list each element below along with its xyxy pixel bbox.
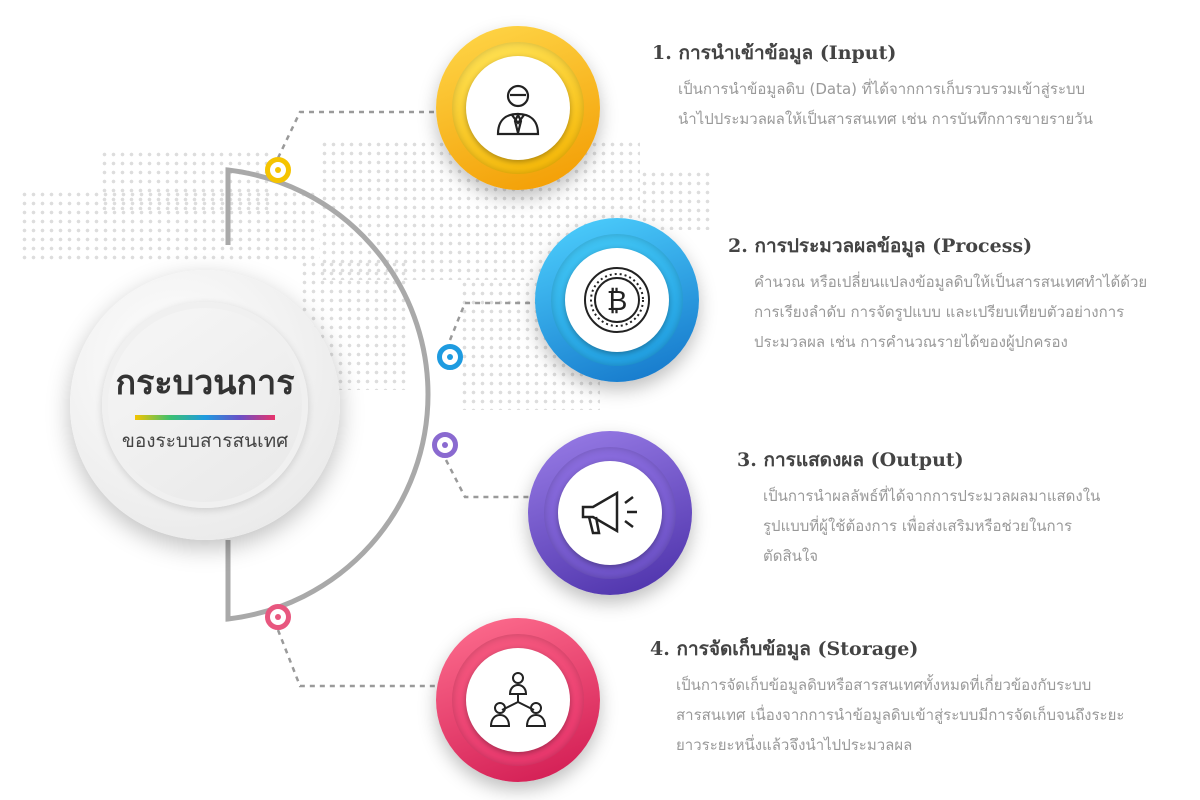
center-circle: กระบวนการ ของระบบสารสนเทศ bbox=[70, 270, 340, 540]
arc-marker-input bbox=[265, 157, 291, 183]
bitcoin-coin-icon: ₿ bbox=[565, 248, 669, 352]
step-desc-line: เป็นการจัดเก็บข้อมูลดิบหรือสารสนเทศทั้งห… bbox=[676, 676, 1092, 694]
arc-marker-output bbox=[432, 432, 458, 458]
step-desc-line: สารสนเทศ เนื่องจากการนำข้อมูลดิบเข้าสู่ร… bbox=[676, 706, 1125, 724]
svg-text:₿: ₿ bbox=[607, 284, 628, 317]
center-title: กระบวนการ bbox=[115, 362, 295, 403]
megaphone-icon bbox=[558, 461, 662, 565]
step-input-text: 1. การนำเข้าข้อมูล (Input) เป็นการนำข้อม… bbox=[652, 38, 1093, 134]
step-desc-line: รูปแบบที่ผู้ใช้ต้องการ เพื่อส่งเสริมหรือ… bbox=[763, 517, 1073, 535]
step-desc-line: ประมวลผล เช่น การคำนวณรายได้ของผู้ปกครอง bbox=[754, 333, 1068, 351]
process-node: ₿ bbox=[535, 218, 699, 382]
step-title: 3. การแสดงผล (Output) bbox=[737, 449, 964, 471]
step-desc-line: นำไปประมวลผลให้เป็นสารสนเทศ เช่น การบันท… bbox=[678, 110, 1093, 128]
world-map-dots bbox=[100, 150, 270, 210]
step-title: 4. การจัดเก็บข้อมูล (Storage) bbox=[650, 638, 919, 660]
step-desc-line: การเรียงลำดับ การจัดรูปแบบ และเปรียบเทีย… bbox=[754, 303, 1125, 321]
step-desc-line: คำนวณ หรือเปลี่ยนแปลงข้อมูลดิบให้เป็นสาร… bbox=[754, 273, 1148, 291]
step-desc-line: เป็นการนำข้อมูลดิบ (Data) ที่ได้จากการเก… bbox=[678, 80, 1086, 98]
step-title: 1. การนำเข้าข้อมูล (Input) bbox=[652, 42, 897, 64]
world-map-dots bbox=[640, 170, 710, 230]
step-storage-text: 4. การจัดเก็บข้อมูล (Storage) เป็นการจัด… bbox=[650, 634, 1124, 760]
output-node bbox=[528, 431, 692, 595]
step-output-text: 3. การแสดงผล (Output) เป็นการนำผลลัพธ์ที… bbox=[737, 445, 1100, 571]
step-title: 2. การประมวลผลข้อมูล (Process) bbox=[728, 235, 1033, 257]
step-desc-line: ตัดสินใจ bbox=[763, 547, 819, 565]
step-desc-line: เป็นการนำผลลัพธ์ที่ได้จากการประมวลผลมาแส… bbox=[763, 487, 1101, 505]
input-node bbox=[436, 26, 600, 190]
hierarchy-people-icon bbox=[466, 648, 570, 752]
step-desc-line: ยาวระยะหนึ่งแล้วจึงนำไปประมวลผล bbox=[676, 736, 913, 754]
storage-node bbox=[436, 618, 600, 782]
step-process-text: 2. การประมวลผลข้อมูล (Process) คำนวณ หรื… bbox=[728, 231, 1147, 357]
rainbow-bar bbox=[135, 414, 275, 420]
arc-marker-storage bbox=[265, 604, 291, 630]
businessman-icon bbox=[466, 56, 570, 160]
arc-marker-process bbox=[437, 344, 463, 370]
center-subtitle: ของระบบสารสนเทศ bbox=[121, 429, 289, 452]
